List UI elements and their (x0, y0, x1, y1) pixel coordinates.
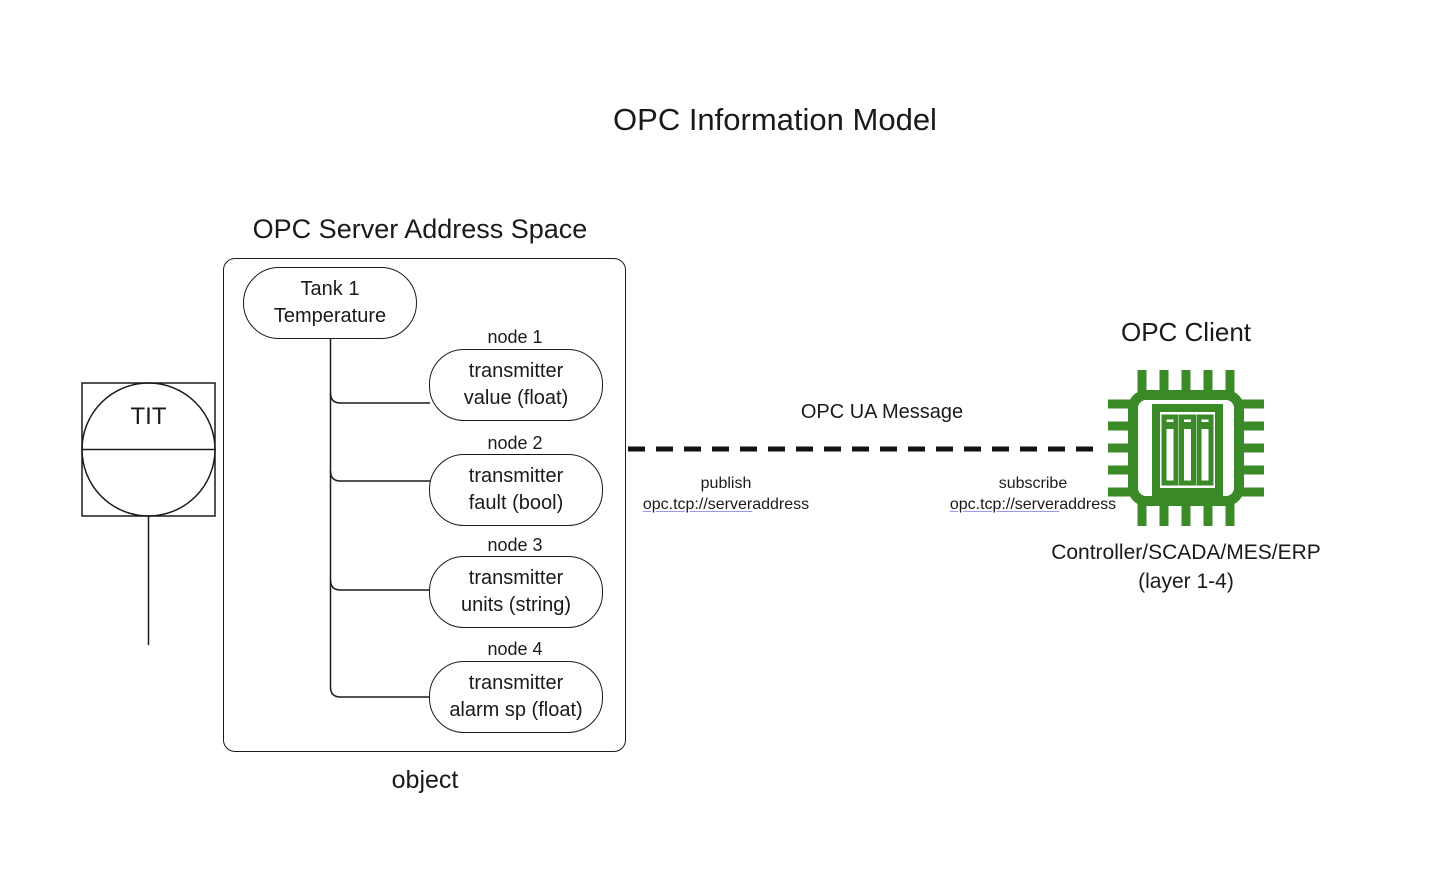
node-4-oval: transmitter alarm sp (float) (429, 661, 603, 733)
node-3-line2: units (string) (460, 594, 572, 616)
publish-url: opc.tcp://serveraddress (621, 494, 831, 515)
subscribe-url-link[interactable]: opc.tcp://server (949, 496, 1060, 513)
instrument-tag-tit: TIT (130, 403, 167, 430)
subscribe-action-label: subscribe (998, 475, 1068, 492)
publish-endpoint: publish opc.tcp://serveraddress (621, 473, 831, 515)
node-4-label: node 4 (487, 639, 543, 659)
chip-inner-frame (1152, 404, 1223, 496)
publish-url-rest: address (752, 496, 810, 513)
root-node-line2: Temperature (273, 305, 387, 327)
object-caption: object (391, 766, 459, 794)
node-2-line1: transmitter (468, 465, 564, 487)
publish-url-link[interactable]: opc.tcp://server (642, 496, 753, 513)
server-address-space-box (223, 258, 626, 752)
node-4-line1: transmitter (468, 672, 564, 694)
chip-icon (1108, 370, 1264, 526)
tree-connector-lines (329, 337, 430, 698)
instrument-symbol-shape (81, 382, 216, 645)
publish-action-label: publish (700, 475, 752, 492)
page-title: OPC Information Model (613, 102, 937, 137)
opc-client-heading: OPC Client (1120, 317, 1252, 347)
node-2-line2: fault (bool) (468, 492, 564, 514)
subscribe-url-rest: address (1059, 496, 1117, 513)
root-node-line1: Tank 1 (300, 278, 360, 300)
node-1-oval: transmitter value (float) (429, 349, 603, 421)
node-1-line2: value (float) (463, 387, 569, 409)
server-address-space-heading: OPC Server Address Space (252, 214, 588, 244)
node-2-oval: transmitter fault (bool) (429, 454, 603, 526)
subscribe-endpoint: subscribe opc.tcp://serveraddress (928, 473, 1138, 515)
node-4-line2: alarm sp (float) (449, 699, 583, 721)
opc-ua-message-label: OPC UA Message (800, 401, 964, 423)
node-3-line1: transmitter (468, 567, 564, 589)
root-node-tank-temperature: Tank 1 Temperature (243, 267, 417, 339)
node-1-label: node 1 (487, 327, 543, 347)
subscribe-url: opc.tcp://serveraddress (928, 494, 1138, 515)
node-2-label: node 2 (487, 433, 543, 453)
node-3-oval: transmitter units (string) (429, 556, 603, 628)
chip-pins (1108, 370, 1264, 526)
client-caption-line2: (layer 1-4) (1138, 570, 1234, 593)
node-3-label: node 3 (487, 535, 543, 555)
client-caption: Controller/SCADA/MES/ERP (layer 1-4) (1016, 538, 1356, 596)
node-1-line1: transmitter (468, 360, 564, 382)
chip-memory-bars (1161, 414, 1214, 486)
client-caption-line1: Controller/SCADA/MES/ERP (1051, 541, 1321, 564)
chip-bar-dots (1166, 422, 1209, 429)
